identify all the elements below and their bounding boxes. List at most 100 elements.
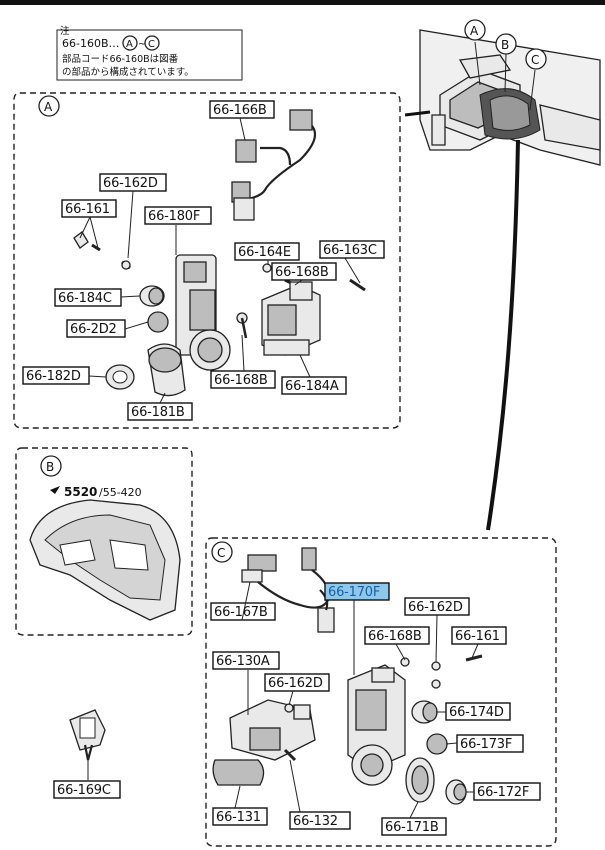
leader-line [289,759,301,813]
leader-line [344,257,361,284]
part-label-box [54,288,122,307]
note-box: 注 66-160B… A ~ C 部品コード66-160Bは図番 の部品から構成… [56,25,243,81]
part-label-66-173f: 66-173F [456,734,524,753]
leader-line [445,742,458,745]
part-label-box [289,811,351,830]
callout-c: C [531,53,539,67]
part-label-66-166b: 66-166B [209,100,275,119]
part-number: 66-171B [385,820,439,835]
leader-line [435,614,438,663]
note-line1: 66-160B… [62,37,120,50]
part-number: 66-168B [214,373,268,388]
part-number: 66-162D [103,176,158,191]
part-label-66-174d: 66-174D [445,702,511,721]
part-label-66-181b: 66-181B [127,402,193,421]
part-label-66-130a: 66-130A [212,651,280,670]
part-label-66-167b: 66-167B [210,602,276,621]
part-number: 66-2D2 [70,322,117,337]
part-label-66-171b: 66-171B [381,817,447,836]
part-number: 66-130A [216,654,270,669]
part-label-box [271,262,337,281]
callout-a: A [470,24,479,38]
part-number: 66-162D [408,600,463,615]
part-number: 66-168B [368,629,422,644]
part-number: 66-182D [26,369,81,384]
part-number: 66-172F [477,785,529,800]
part-number: 66-184C [58,291,112,306]
reference-arrow-icon [50,486,60,494]
part-number: 66-168B [275,265,329,280]
part-label-66-161: 66-161 [451,626,507,645]
part-label-box [209,100,275,119]
part-label-66-131: 66-131 [212,807,268,826]
note-line3: の部品から構成されています。 [62,66,194,78]
note-heading: 注 [60,25,70,37]
part-label-66-169c: 66-169C [53,780,121,799]
part-label-66-168b: 66-168B [210,370,276,389]
section-b: B 5520 /55-420 [15,447,193,636]
part-label-box [381,817,447,836]
part-label-66-162d: 66-162D [264,673,330,692]
section-b-letter: B [46,460,54,474]
part-label-66-162d: 66-162D [99,173,167,192]
note-line2: 部品コード66-160Bは図番 [62,53,179,65]
part-label-66-132: 66-132 [289,811,351,830]
part-number: 66-174D [449,705,504,720]
part-label-66-164e: 66-164E [234,242,300,261]
part-label-box [61,199,117,218]
part-label-66-184c: 66-184C [54,288,122,307]
leader-line [239,117,246,141]
section-a: A [13,92,401,429]
section-c: C 66-170F [205,537,557,847]
part-number: 66-131 [216,810,261,825]
callout-b: B [501,38,509,52]
part-label-box [212,651,280,670]
part-label-box [324,582,390,601]
part-label-box [281,376,347,395]
part-label-66-184a: 66-184A [281,376,347,395]
part-label-box [212,807,268,826]
leader-line [241,334,245,372]
part-number: 66-166B [213,103,267,118]
loose-part-169c: 66-169C [53,709,121,799]
part-number: 66-163C [323,243,377,258]
part-number: 66-170F [328,585,380,600]
leader-line [88,375,107,378]
part-label-box [53,780,121,799]
svg-text:~: ~ [138,39,146,50]
part-label-box [451,626,507,645]
note-ref-a: A [126,39,133,50]
leader-line [79,216,91,239]
leader-line [288,690,294,706]
leader-line [299,354,311,378]
leader-line [395,643,406,661]
part-label-66-180f: 66-180F [144,206,212,225]
part-label-66-168b: 66-168B [271,262,337,281]
part-number: 66-164E [238,245,291,260]
part-label-box [210,370,276,389]
part-label-box [364,626,430,645]
section-b-ref-number: 5520 [64,485,97,499]
section-a-letter: A [44,100,53,114]
leader-line [409,801,419,819]
part-number: 66-184A [285,379,339,394]
part-label-66-161: 66-161 [61,199,117,218]
part-label-box [234,242,300,261]
leader-line [124,321,149,330]
part-label-box [264,673,330,692]
part-number: 66-180F [148,209,200,224]
leader-line [294,279,303,286]
leader-line [89,216,99,249]
part-label-66-163c: 66-163C [319,240,385,259]
part-label-66-172f: 66-172F [473,782,541,801]
part-number: 66-161 [65,202,110,217]
leader-line [234,785,241,809]
part-number: 66-167B [214,605,268,620]
part-label-box [319,240,385,259]
part-number: 66-169C [57,783,111,798]
dashboard-overview: A B C [404,19,601,531]
part-number: 66-181B [131,405,185,420]
part-label-box [22,366,90,385]
part-label-66-182d: 66-182D [22,366,90,385]
